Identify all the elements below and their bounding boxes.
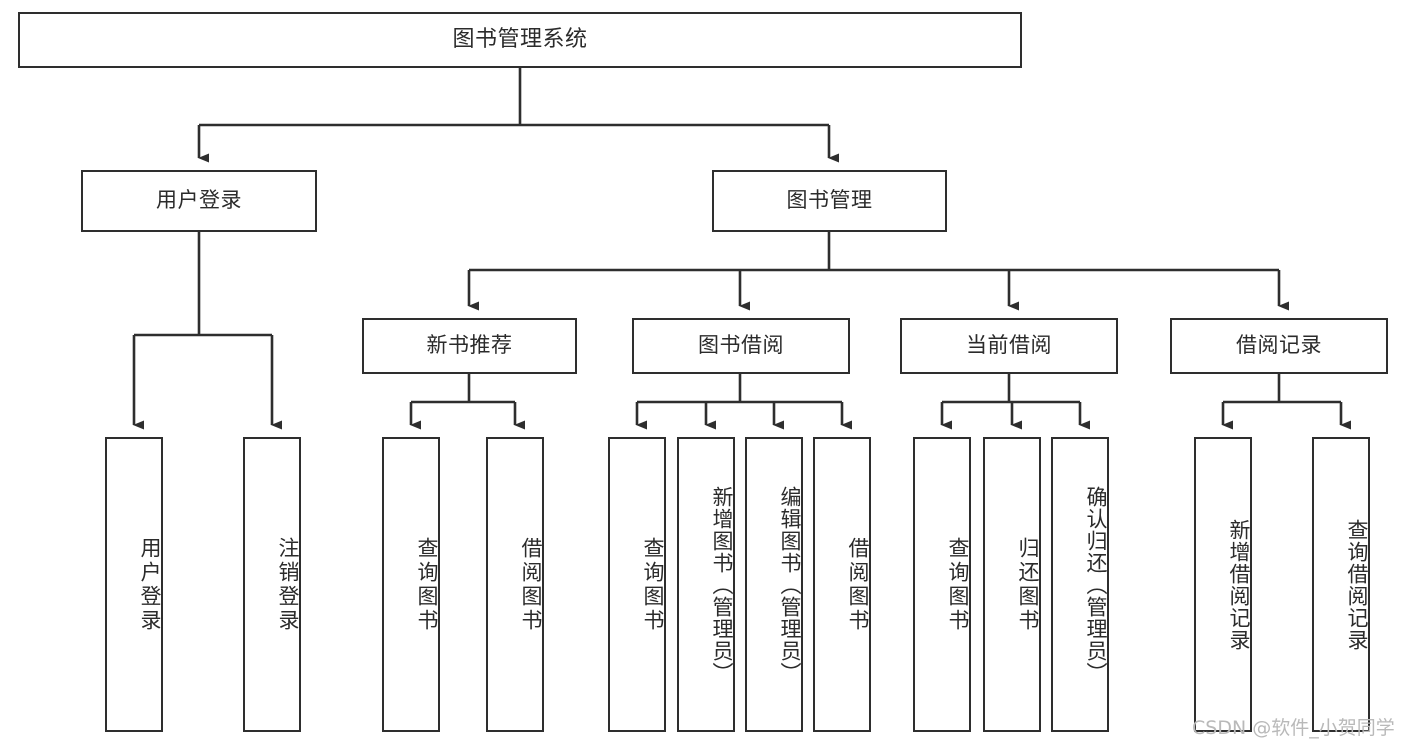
- node-new-book-recommend-label: 新书推荐: [426, 333, 513, 358]
- node-borrow-record-label: 借阅记录: [1236, 333, 1322, 358]
- node-leaf-currentborrow-return-label: 归还图书: [1016, 536, 1040, 633]
- node-leaf-bookborrow-query-label: 查询图书: [641, 536, 665, 633]
- node-leaf-currentborrow-query[interactable]: 查询图书: [913, 437, 971, 732]
- node-leaf-bookborrow-borrow[interactable]: 借阅图书: [813, 437, 871, 732]
- node-leaf-currentborrow-confirm[interactable]: 确认归还（管理员）: [1051, 437, 1109, 732]
- node-leaf-logout-label: 注销登录: [276, 536, 300, 633]
- node-leaf-currentborrow-return[interactable]: 归还图书: [983, 437, 1041, 732]
- node-user-login[interactable]: 用户登录: [81, 170, 317, 232]
- node-leaf-bookborrow-add[interactable]: 新增图书（管理员）: [677, 437, 735, 732]
- node-leaf-newbook-query[interactable]: 查询图书: [382, 437, 440, 732]
- node-leaf-bookborrow-edit[interactable]: 编辑图书（管理员）: [745, 437, 803, 732]
- node-leaf-borrowrecord-add[interactable]: 新增借阅记录: [1194, 437, 1252, 732]
- node-leaf-user-login[interactable]: 用户登录: [105, 437, 163, 732]
- node-leaf-newbook-borrow-label: 借阅图书: [519, 536, 543, 633]
- node-leaf-currentborrow-confirm-label: 确认归还（管理员）: [1084, 485, 1108, 684]
- node-leaf-borrowrecord-add-label: 新增借阅记录: [1227, 518, 1251, 651]
- node-book-borrow[interactable]: 图书借阅: [632, 318, 850, 374]
- node-book-manage-label: 图书管理: [786, 188, 873, 213]
- node-root-system-label: 图书管理系统: [452, 26, 588, 52]
- node-new-book-recommend[interactable]: 新书推荐: [362, 318, 577, 374]
- node-user-login-label: 用户登录: [156, 188, 242, 213]
- node-leaf-newbook-borrow[interactable]: 借阅图书: [486, 437, 544, 732]
- node-leaf-newbook-query-label: 查询图书: [415, 536, 439, 633]
- node-leaf-borrowrecord-query-label: 查询借阅记录: [1345, 518, 1369, 651]
- node-leaf-bookborrow-borrow-label: 借阅图书: [846, 536, 870, 633]
- node-current-borrow-label: 当前借阅: [966, 333, 1052, 358]
- node-leaf-currentborrow-query-label: 查询图书: [946, 536, 970, 633]
- node-leaf-borrowrecord-query[interactable]: 查询借阅记录: [1312, 437, 1370, 732]
- node-leaf-logout[interactable]: 注销登录: [243, 437, 301, 732]
- node-book-manage[interactable]: 图书管理: [712, 170, 947, 232]
- node-leaf-bookborrow-add-label: 新增图书（管理员）: [710, 485, 734, 684]
- watermark-text: CSDN @软件_小贺同学: [1192, 717, 1395, 739]
- node-leaf-bookborrow-edit-label: 编辑图书（管理员）: [778, 485, 802, 684]
- node-current-borrow[interactable]: 当前借阅: [900, 318, 1118, 374]
- node-root-system[interactable]: 图书管理系统: [18, 12, 1022, 68]
- node-leaf-bookborrow-query[interactable]: 查询图书: [608, 437, 666, 732]
- node-borrow-record[interactable]: 借阅记录: [1170, 318, 1388, 374]
- node-leaf-user-login-label: 用户登录: [138, 536, 162, 633]
- node-book-borrow-label: 图书借阅: [698, 333, 784, 358]
